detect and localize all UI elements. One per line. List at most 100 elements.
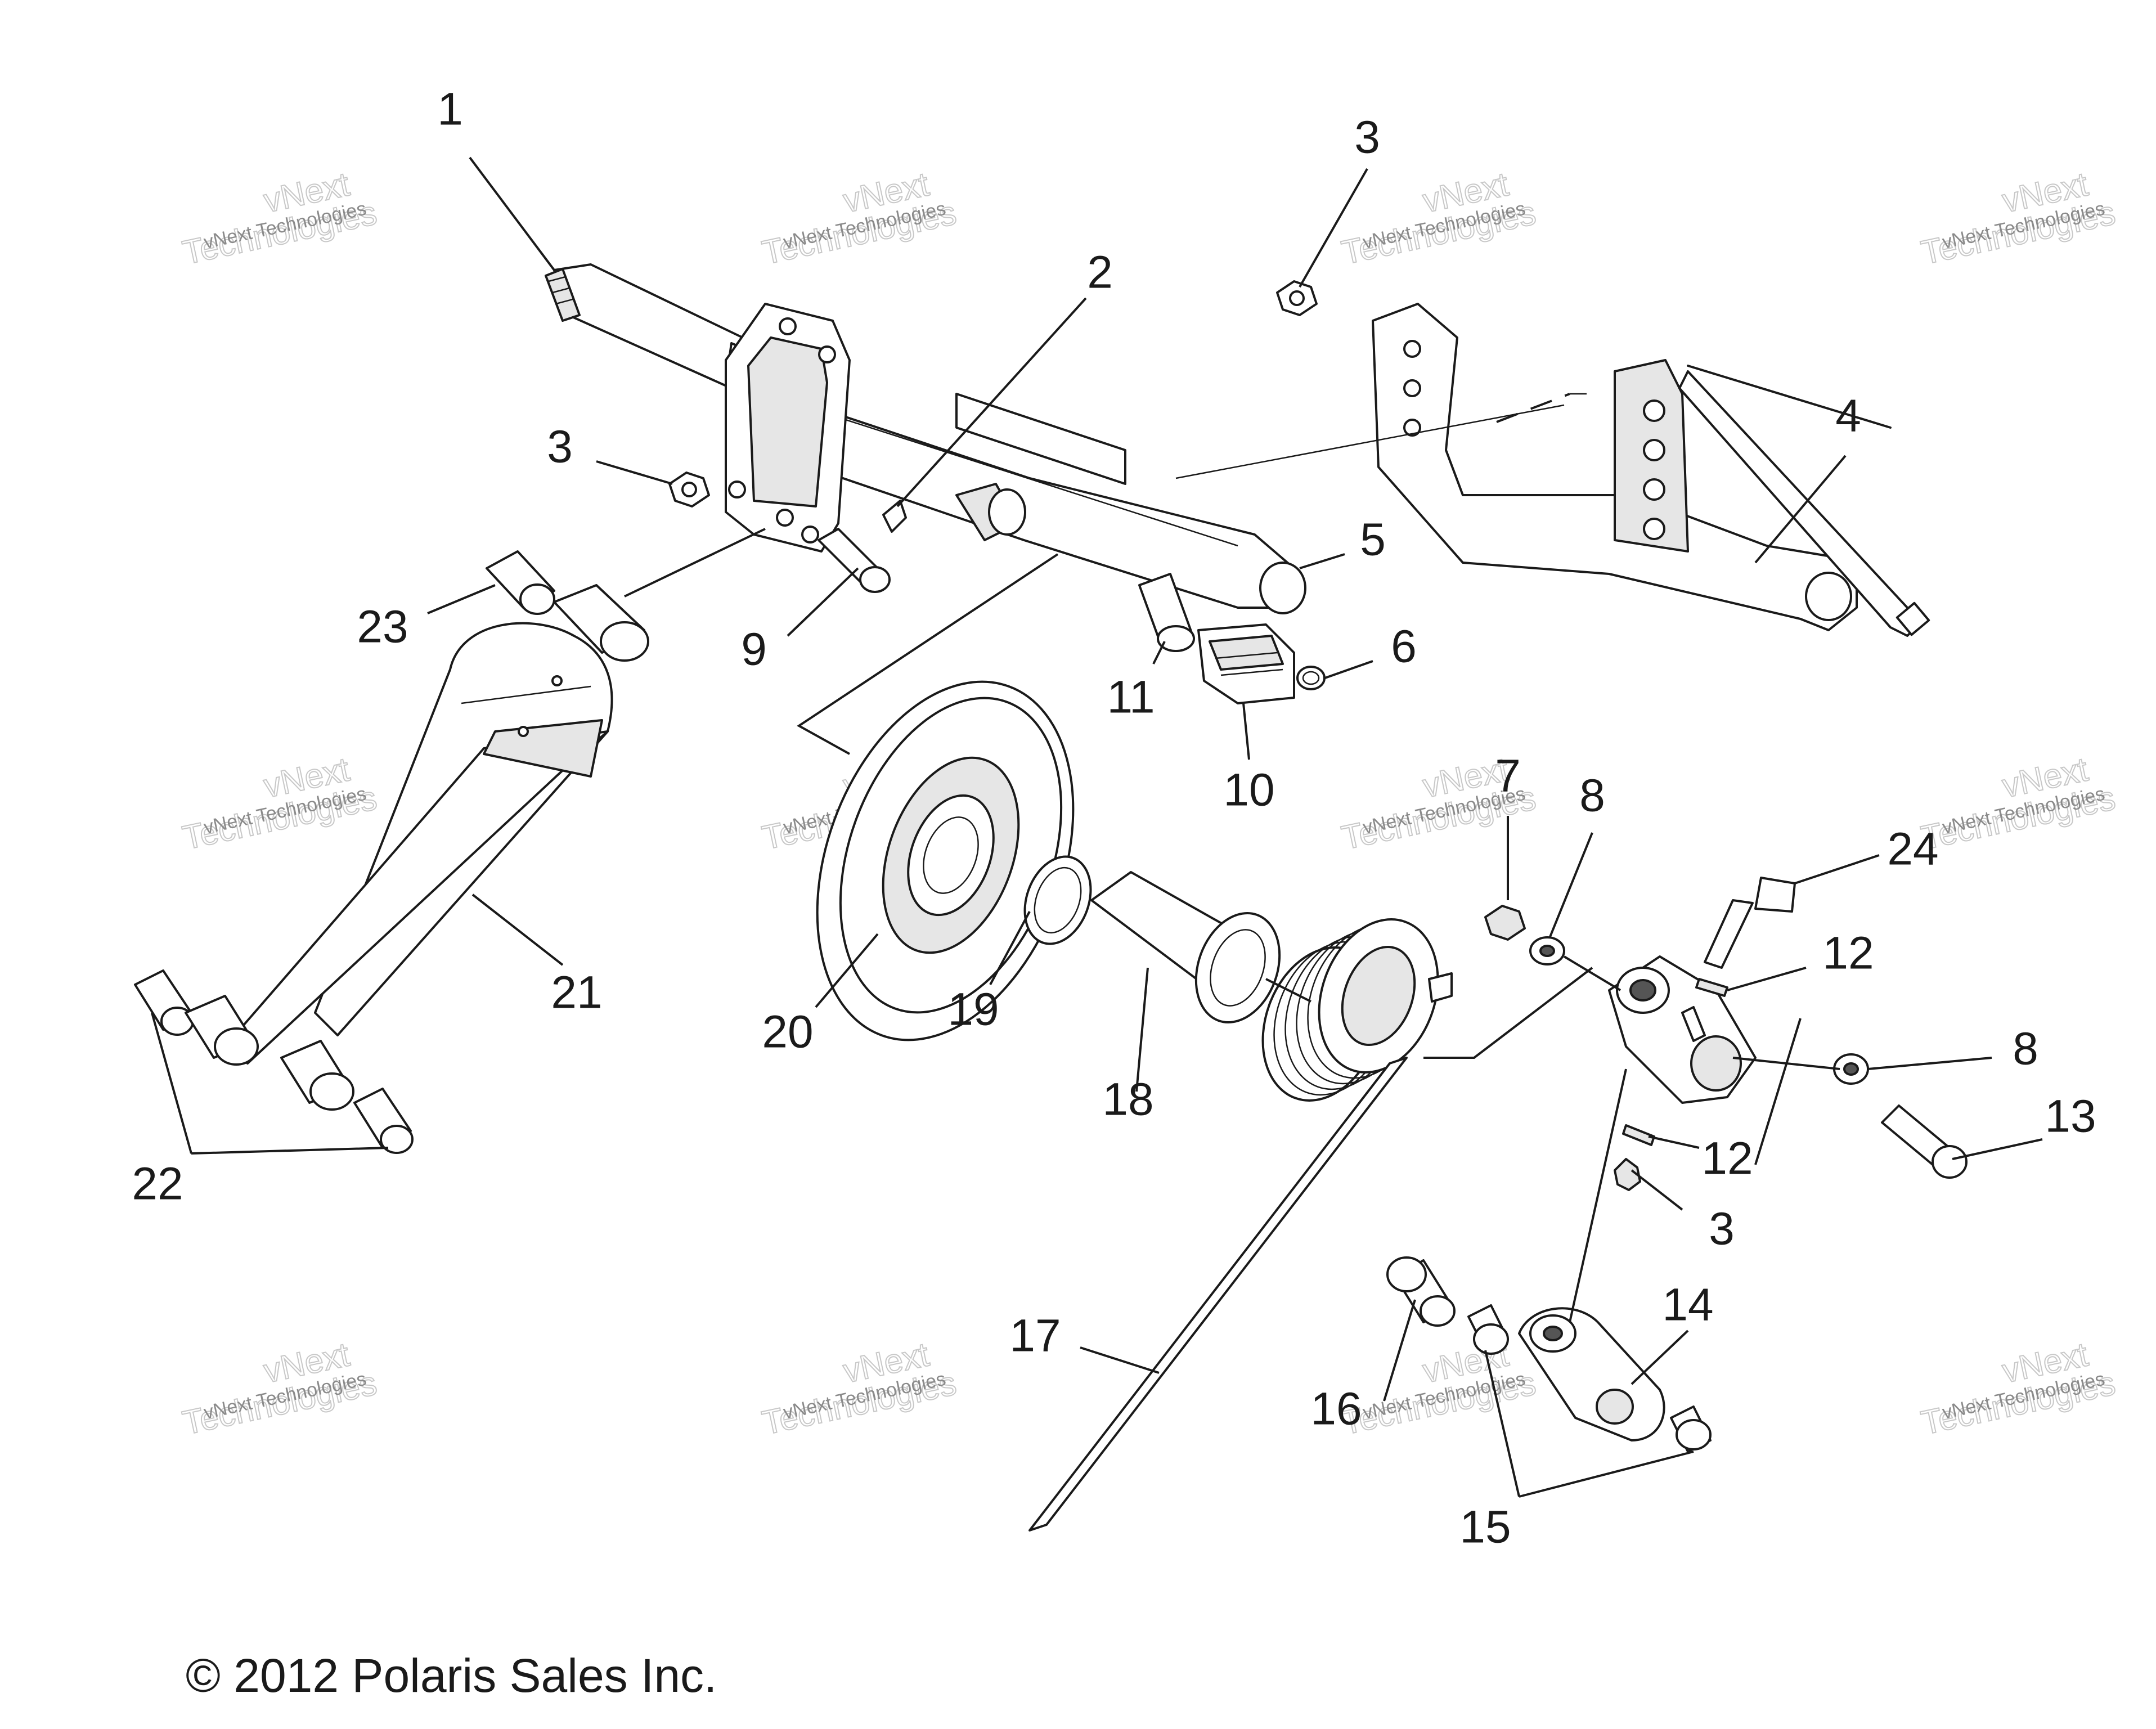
callout-21: 21 bbox=[551, 967, 602, 1018]
part-6-ring bbox=[1296, 666, 1326, 690]
callout-10: 10 bbox=[1223, 765, 1274, 816]
gear-spline bbox=[955, 483, 1026, 541]
callout-11: 11 bbox=[1107, 672, 1155, 723]
callout-3c: 3 bbox=[1709, 1203, 1735, 1255]
part-7-nut bbox=[1484, 905, 1526, 941]
leader-5 bbox=[1299, 553, 1345, 569]
leader-15a bbox=[1484, 1350, 1520, 1497]
leader-10 bbox=[1242, 703, 1250, 760]
part-24-bolt bbox=[1704, 877, 1796, 969]
leader-frame-dash bbox=[1496, 393, 1570, 423]
leader-6 bbox=[1324, 660, 1373, 679]
part-16-bushing bbox=[1386, 1256, 1456, 1327]
callout-8b: 8 bbox=[2013, 1023, 2038, 1075]
sleeve-lower-right bbox=[280, 1040, 354, 1111]
part-3-nut-left bbox=[668, 471, 710, 508]
leader-14 bbox=[1631, 1330, 1689, 1385]
leader-15b bbox=[1519, 1450, 1694, 1498]
leader-23 bbox=[427, 584, 496, 614]
part-8-washer-top bbox=[1529, 936, 1565, 965]
leader-4 bbox=[1754, 455, 1847, 564]
part-14-lever bbox=[1518, 1307, 1665, 1441]
part-19-ring bbox=[1023, 855, 1092, 945]
callout-3b: 3 bbox=[547, 421, 573, 473]
leader-22a bbox=[151, 1012, 192, 1154]
callout-18: 18 bbox=[1102, 1074, 1153, 1125]
part-9-bolt bbox=[818, 528, 891, 593]
callout-4: 4 bbox=[1835, 390, 1861, 442]
callout-19: 19 bbox=[947, 984, 999, 1035]
callout-20: 20 bbox=[762, 1007, 813, 1058]
watermark-bot-2: Technologies vNext vNext Technologies bbox=[758, 1335, 960, 1442]
leader-12a bbox=[1727, 967, 1807, 991]
watermark-bot-4: Technologies vNext vNext Technologies bbox=[1917, 1335, 2119, 1442]
leader-11 bbox=[1152, 641, 1166, 664]
leader-22b bbox=[191, 1147, 389, 1155]
leader-3a bbox=[1299, 168, 1368, 288]
part-13-bolt bbox=[1881, 1104, 1968, 1179]
leader-18 bbox=[1135, 967, 1149, 1092]
callout-23: 23 bbox=[357, 601, 408, 653]
leader-8a bbox=[1549, 832, 1593, 937]
leader-8b bbox=[1867, 1057, 1992, 1070]
leader-12b bbox=[1648, 1135, 1700, 1149]
leader-2 bbox=[896, 297, 1087, 508]
callout-13: 13 bbox=[2045, 1091, 2096, 1142]
leader-21 bbox=[471, 893, 564, 966]
part-15-bushing-left bbox=[1467, 1304, 1509, 1355]
sleeve-upper bbox=[553, 584, 649, 662]
part-22-bushing-right bbox=[353, 1088, 414, 1154]
part-4-rod bbox=[1678, 370, 1930, 637]
part-18-sleeve bbox=[1090, 871, 1281, 1023]
part-4-frame bbox=[1175, 303, 1892, 631]
bracket-plate bbox=[725, 303, 851, 553]
part-12-pin-top bbox=[1695, 978, 1728, 997]
callout-12a: 12 bbox=[1822, 928, 1874, 979]
part-15-bushing-right bbox=[1670, 1405, 1712, 1453]
watermark-mid-1: Technologies vNext vNext Technologies bbox=[179, 749, 381, 857]
part-11-spacer bbox=[1138, 573, 1195, 652]
callout-1: 1 bbox=[437, 84, 463, 135]
leader-3b bbox=[596, 460, 673, 485]
leader-16 bbox=[1383, 1299, 1416, 1402]
leader-1 bbox=[469, 156, 555, 271]
callout-24: 24 bbox=[1887, 824, 1938, 875]
callout-7: 7 bbox=[1495, 751, 1521, 802]
leader-9 bbox=[787, 567, 859, 637]
watermark-top-4: Technologies vNext vNext Technologies bbox=[1917, 164, 2119, 272]
copyright-notice: © 2012 Polaris Sales Inc. bbox=[186, 1649, 717, 1702]
part-3-nut-right bbox=[1614, 1158, 1641, 1191]
sleeve-lower-left bbox=[185, 995, 259, 1066]
callout-9: 9 bbox=[741, 624, 767, 675]
leader-link-washer-2 bbox=[1732, 1057, 1840, 1070]
callout-2: 2 bbox=[1087, 247, 1113, 298]
part-2-fitting bbox=[882, 500, 907, 533]
part-23-bushing bbox=[486, 550, 555, 615]
part-17-spring bbox=[1028, 918, 1453, 1532]
callout-8a: 8 bbox=[1579, 770, 1605, 821]
part-21-swing-arm bbox=[224, 622, 613, 1065]
callout-5: 5 bbox=[1360, 514, 1386, 565]
part-10-block bbox=[1197, 623, 1295, 704]
callout-12b: 12 bbox=[1701, 1133, 1753, 1184]
leader-12c bbox=[1754, 1018, 1802, 1165]
leader-gear-wheel bbox=[797, 553, 1059, 755]
leader-spring-link bbox=[1423, 967, 1593, 1059]
part-12-pin-bottom bbox=[1622, 1124, 1655, 1146]
leader-13 bbox=[1952, 1138, 2043, 1160]
callout-15: 15 bbox=[1459, 1502, 1511, 1553]
watermark-bot-1: Technologies vNext vNext Technologies bbox=[179, 1335, 381, 1442]
callout-22: 22 bbox=[132, 1158, 183, 1210]
callout-3a: 3 bbox=[1354, 112, 1380, 163]
leader-17 bbox=[1080, 1346, 1160, 1374]
link-block bbox=[1608, 955, 1757, 1104]
leader-link-washer bbox=[1563, 955, 1622, 991]
part-1-shaft bbox=[545, 263, 1306, 614]
callout-14: 14 bbox=[1662, 1279, 1713, 1331]
callout-6: 6 bbox=[1391, 621, 1417, 672]
leader-14b bbox=[1569, 1068, 1627, 1323]
leader-3c bbox=[1631, 1169, 1683, 1211]
leader-24 bbox=[1794, 854, 1880, 884]
part-22-bushing-left bbox=[134, 969, 194, 1036]
